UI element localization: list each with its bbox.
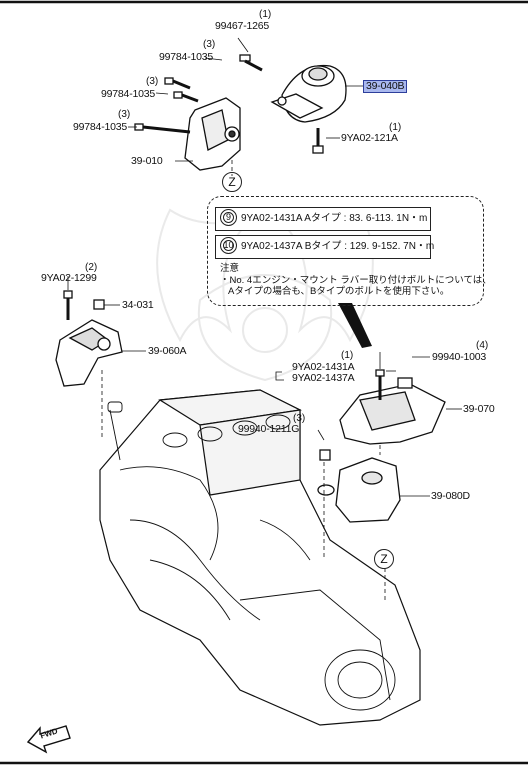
qty-bolt-b: (3) xyxy=(146,76,159,87)
part-label-99940-1211g: 99940-1211G xyxy=(238,423,300,435)
qty-bolt-a: (3) xyxy=(203,39,216,50)
part-label-99784-1035-a: 99784-1035 xyxy=(159,51,214,63)
part-label-39-040b-highlighted[interactable]: 39-040B xyxy=(363,80,408,93)
part-label-99467-1265: 99467-1265 xyxy=(215,20,270,32)
left-mount-group xyxy=(55,290,123,387)
part-label-39-080d: 39-080D xyxy=(431,490,470,502)
part-label-39-060a: 39-060A xyxy=(148,345,187,357)
fwd-arrow-icon xyxy=(26,725,71,754)
part-label-34-031: 34-031 xyxy=(122,299,154,311)
torque-callout: 9 9YA02-1431A Aタイプ : 83. 6-113. 1N・m 10 9Y… xyxy=(207,196,492,306)
part-label-9ya02-1437a: 9YA02-1437A xyxy=(292,372,355,384)
callout-pointer xyxy=(338,303,372,348)
part-label-99940-1003: 99940-1003 xyxy=(432,351,487,363)
qty-bolt-top: (1) xyxy=(259,9,272,20)
part-label-9ya02-1431a: 9YA02-1431A xyxy=(292,361,355,373)
right-mount-group xyxy=(317,369,446,523)
upper-mount-group xyxy=(134,54,347,171)
part-label-99784-1035-b: 99784-1035 xyxy=(101,88,156,100)
part-label-9ya02-121a: 9YA02-121A xyxy=(341,132,398,144)
right-leader-lines xyxy=(275,352,462,600)
left-leader-lines xyxy=(67,276,146,440)
note-line-2: Aタイプの場合も、Bタイプのボルトを使用下さい。 xyxy=(228,286,450,297)
qty-nut-3: (3) xyxy=(293,413,306,424)
torque-row-type-a: 9 9YA02-1431A Aタイプ : 83. 6-113. 1N・m xyxy=(215,207,431,231)
note-line-1: ・No. 4エンジン・マウント ラバー取り付けボルトについては、 xyxy=(220,274,492,286)
qty-bolt-pair: (1) xyxy=(341,350,354,361)
qty-bolt-c: (3) xyxy=(118,109,131,120)
torque-row-type-b: 10 9YA02-1437A Bタイプ : 129. 9-152. 7N・m xyxy=(215,235,435,259)
torque-text-type-b: 9YA02-1437A Bタイプ : 129. 9-152. 7N・m xyxy=(241,241,435,252)
part-label-39-010: 39-010 xyxy=(131,155,163,167)
note-title: 注意 xyxy=(220,263,240,274)
callout-note: 注意 ・No. 4エンジン・マウント ラバー取り付けボルトについては、 Aタイプ… xyxy=(220,263,492,298)
view-marker-z-bottom: Z xyxy=(374,549,394,569)
torque-badge-10: 10 xyxy=(220,236,237,254)
part-label-99784-1035-c: 99784-1035 xyxy=(73,121,128,133)
view-marker-z-top: Z xyxy=(222,172,242,192)
part-label-9ya02-1299: 9YA02-1299 xyxy=(41,272,97,284)
upper-leader-lines xyxy=(128,37,363,176)
part-label-39-070: 39-070 xyxy=(463,403,495,415)
qty-bolt-2: (2) xyxy=(85,262,98,273)
torque-text-type-a: 9YA02-1431A Aタイプ : 83. 6-113. 1N・m xyxy=(241,213,428,224)
engine-transmission xyxy=(99,389,421,726)
qty-bolt-right: (1) xyxy=(389,122,402,133)
torque-badge-9: 9 xyxy=(220,208,237,226)
qty-nut-4: (4) xyxy=(476,340,489,351)
